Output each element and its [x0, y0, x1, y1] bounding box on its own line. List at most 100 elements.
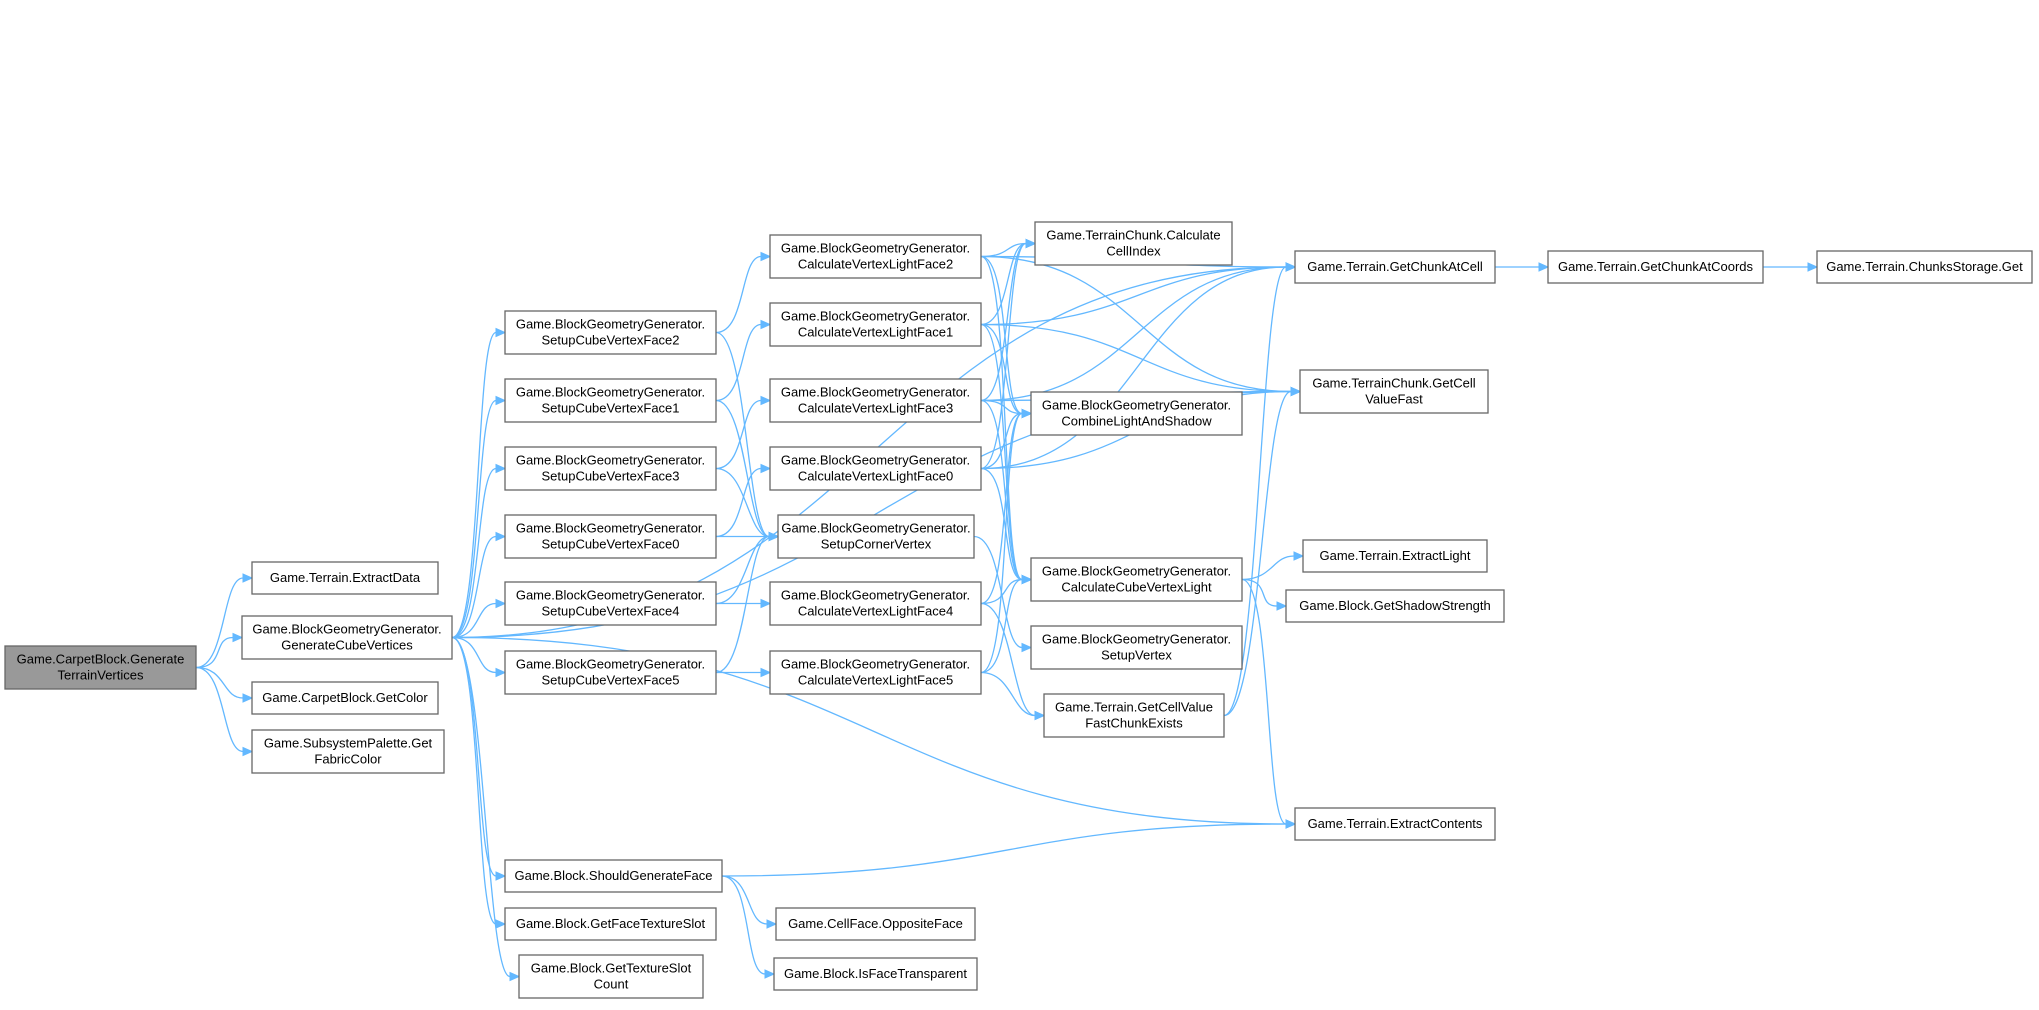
edge-arrowhead [1021, 642, 1033, 653]
edge-arrowhead [760, 463, 772, 474]
node-opposite-face[interactable]: Game.CellFace.OppositeFace [775, 907, 976, 941]
node-label: Game.TerrainChunk.GetCell [1312, 376, 1475, 391]
edge-generate-terrain-vertices-to-extract-data [195, 573, 254, 669]
edges-layer [195, 238, 1819, 982]
node-label: FabricColor [314, 752, 382, 767]
node-get-color[interactable]: Game.CarpetBlock.GetColor [251, 681, 439, 715]
node-light-face2[interactable]: Game.BlockGeometryGenerator.CalculateVer… [769, 234, 982, 279]
edge-should-generate-face-to-opposite-face [721, 875, 778, 929]
edge-arrowhead [495, 871, 507, 881]
node-get-face-texture-slot[interactable]: Game.Block.GetFaceTextureSlot [504, 907, 717, 941]
node-label: FastChunkExists [1085, 716, 1183, 731]
edge-arrowhead [1021, 574, 1033, 585]
edge-arrowhead [1285, 819, 1297, 829]
node-get-chunk-at-cell[interactable]: Game.Terrain.GetChunkAtCell [1294, 250, 1496, 284]
edge-setup-face1-to-light-face1 [715, 319, 772, 402]
edge-arrowhead [495, 667, 507, 678]
node-label: Game.Terrain.ExtractContents [1308, 816, 1483, 831]
edge-arrowhead [242, 573, 254, 583]
edge-light-face2-to-combine-light-and-shadow [980, 255, 1033, 419]
node-setup-face2[interactable]: Game.BlockGeometryGenerator.SetupCubeVer… [504, 310, 717, 355]
node-label: TerrainVertices [58, 668, 144, 683]
node-light-face1[interactable]: Game.BlockGeometryGenerator.CalculateVer… [769, 302, 982, 347]
edge-setup-face5-to-light-face5 [715, 667, 772, 678]
node-label: CombineLightAndShadow [1061, 414, 1212, 429]
edge-get-cell-value-fast-chunk-exists-to-get-chunk-at-cell [1223, 262, 1297, 717]
node-label: Game.CarpetBlock.Generate [17, 652, 185, 667]
node-extract-data[interactable]: Game.Terrain.ExtractData [251, 561, 439, 595]
node-extract-contents[interactable]: Game.Terrain.ExtractContents [1294, 807, 1496, 841]
edge-arrowhead [1285, 262, 1297, 272]
node-setup-vertex[interactable]: Game.BlockGeometryGenerator.SetupVertex [1030, 625, 1243, 670]
node-light-face0[interactable]: Game.BlockGeometryGenerator.CalculateVer… [769, 446, 982, 491]
nodes-layer: Game.CarpetBlock.GenerateTerrainVertices… [4, 221, 2033, 999]
node-combine-light-and-shadow[interactable]: Game.BlockGeometryGenerator.CombineLight… [1030, 391, 1243, 436]
node-label: Game.Terrain.GetCellValue [1055, 700, 1213, 715]
node-get-chunk-at-coords[interactable]: Game.Terrain.GetChunkAtCoords [1547, 250, 1764, 284]
node-box [775, 907, 976, 941]
node-chunks-storage-get[interactable]: Game.Terrain.ChunksStorage.Get [1816, 250, 2033, 284]
edge-get-chunk-at-coords-to-chunks-storage-get [1762, 262, 1819, 272]
node-label: Count [594, 977, 629, 992]
node-box [1547, 250, 1764, 284]
node-label: CalculateCubeVertexLight [1061, 580, 1212, 595]
node-box [251, 561, 439, 595]
edge-light-face1-to-get-cell-value-fast [980, 323, 1302, 397]
node-box [769, 581, 982, 626]
node-label: CalculateVertexLightFace2 [798, 257, 953, 272]
edge-get-chunk-at-cell-to-get-chunk-at-coords [1494, 262, 1550, 272]
node-box [1285, 589, 1505, 623]
node-should-generate-face[interactable]: Game.Block.ShouldGenerateFace [504, 859, 723, 893]
node-box [504, 514, 717, 559]
edge-generate-cube-vertices-to-setup-face0 [451, 531, 507, 639]
edge-should-generate-face-to-is-face-transparent [721, 875, 776, 979]
edge-setup-face4-to-light-face4 [716, 598, 772, 609]
node-box [504, 310, 717, 355]
node-label: Game.BlockGeometryGenerator. [1042, 564, 1231, 579]
node-box [769, 234, 982, 279]
edge-setup-face0-to-light-face0 [715, 463, 772, 538]
node-box [4, 645, 197, 690]
node-light-face4[interactable]: Game.BlockGeometryGenerator.CalculateVer… [769, 581, 982, 626]
edge-generate-cube-vertices-to-setup-face2 [451, 327, 507, 639]
node-calculate-cube-vertex-light[interactable]: Game.BlockGeometryGenerator.CalculateCub… [1030, 557, 1243, 602]
node-is-face-transparent[interactable]: Game.Block.IsFaceTransparent [773, 957, 978, 991]
node-light-face5[interactable]: Game.BlockGeometryGenerator.CalculateVer… [769, 650, 982, 695]
node-label: Game.BlockGeometryGenerator. [516, 317, 705, 332]
node-light-face3[interactable]: Game.BlockGeometryGenerator.CalculateVer… [769, 378, 982, 423]
node-setup-face0[interactable]: Game.BlockGeometryGenerator.SetupCubeVer… [504, 514, 717, 559]
edge-arrowhead [495, 327, 507, 338]
node-setup-face5[interactable]: Game.BlockGeometryGenerator.SetupCubeVer… [504, 650, 717, 695]
node-box [251, 729, 445, 774]
node-generate-cube-vertices[interactable]: Game.BlockGeometryGenerator.GenerateCube… [241, 615, 453, 660]
node-setup-corner-vertex[interactable]: Game.BlockGeometryGenerator.SetupCornerV… [777, 514, 975, 559]
edge-should-generate-face-to-extract-contents [721, 819, 1297, 877]
edge-arrowhead [1807, 262, 1819, 272]
node-label: CalculateVertexLightFace1 [798, 325, 953, 340]
edge-arrowhead [1021, 408, 1033, 419]
node-setup-face1[interactable]: Game.BlockGeometryGenerator.SetupCubeVer… [504, 378, 717, 423]
node-box [518, 954, 704, 999]
node-setup-face4[interactable]: Game.BlockGeometryGenerator.SetupCubeVer… [504, 581, 717, 626]
node-label: Game.Terrain.GetChunkAtCell [1307, 259, 1483, 274]
edge-arrowhead [760, 598, 772, 609]
edge-arrowhead [242, 693, 254, 703]
node-get-shadow-strength[interactable]: Game.Block.GetShadowStrength [1285, 589, 1505, 623]
node-label: Game.BlockGeometryGenerator. [516, 521, 705, 536]
edge-calculate-cube-vertex-light-to-extract-contents [1241, 578, 1297, 829]
node-label: Game.Terrain.ExtractLight [1319, 548, 1470, 563]
node-extract-light[interactable]: Game.Terrain.ExtractLight [1302, 539, 1488, 573]
node-setup-face3[interactable]: Game.BlockGeometryGenerator.SetupCubeVer… [504, 446, 717, 491]
edge-generate-cube-vertices-to-get-texture-slot-count [451, 636, 521, 982]
node-box [773, 957, 978, 991]
node-box [1294, 807, 1496, 841]
edge-generate-terrain-vertices-to-get-color [195, 666, 254, 703]
node-box [1816, 250, 2033, 284]
edge-arrowhead [495, 919, 507, 929]
